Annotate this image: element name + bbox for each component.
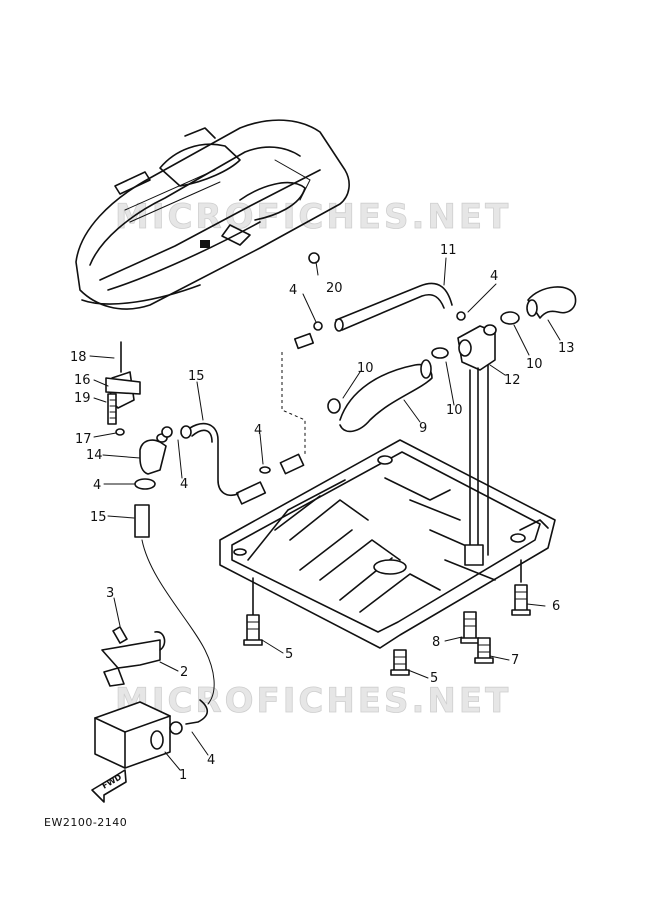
callout-6: 6 — [552, 599, 560, 614]
callout-17: 17 — [75, 432, 92, 447]
callout-15: 15 — [90, 510, 107, 525]
callouts: 11 4 20 4 13 10 12 10 10 9 15 4 4 18 16 … — [70, 243, 575, 783]
hull-tray — [219, 439, 556, 649]
callout-12: 12 — [504, 373, 521, 388]
hose-9 — [339, 359, 433, 433]
elbow-13 — [526, 286, 577, 319]
callout-4: 4 — [180, 477, 188, 492]
box-1 — [94, 701, 183, 769]
valve-assembly — [105, 341, 141, 436]
callout-7: 7 — [511, 653, 519, 668]
watercraft-illustration — [75, 119, 350, 310]
callout-4: 4 — [207, 753, 215, 768]
hose-15-upper — [180, 422, 239, 496]
callout-19: 19 — [74, 391, 91, 406]
callout-14: 14 — [86, 448, 103, 463]
callout-5: 5 — [285, 647, 293, 662]
fitting-12 — [457, 324, 497, 566]
callout-16: 16 — [74, 373, 91, 388]
callout-10: 10 — [357, 361, 374, 376]
elbow-14 — [134, 426, 173, 490]
leader-lines — [89, 257, 561, 771]
callout-4: 4 — [289, 283, 297, 298]
callout-20: 20 — [326, 281, 343, 296]
bracket-2 — [101, 626, 166, 687]
callout-5: 5 — [430, 671, 438, 686]
small-fittings — [235, 252, 466, 505]
watermark-top: MICROFICHES.NET — [115, 197, 511, 237]
callout-4: 4 — [93, 478, 101, 493]
fwd-arrow: FWD — [91, 769, 127, 803]
watermark-bottom: MICROFICHES.NET — [115, 681, 511, 721]
hose-15-lower — [134, 504, 215, 725]
callout-18: 18 — [70, 350, 87, 365]
callout-11: 11 — [440, 243, 457, 258]
callout-10: 10 — [446, 403, 463, 418]
callout-9: 9 — [419, 421, 427, 436]
callout-10: 10 — [526, 357, 543, 372]
bolts — [243, 559, 531, 676]
callout-2: 2 — [180, 665, 188, 680]
callout-4: 4 — [254, 423, 262, 438]
callout-4: 4 — [490, 269, 498, 284]
clamps-10 — [327, 311, 520, 414]
callout-3: 3 — [106, 586, 114, 601]
callout-1: 1 — [179, 768, 187, 783]
diagram-code: EW2100-2140 — [44, 816, 127, 829]
callout-13: 13 — [558, 341, 575, 356]
callout-8: 8 — [432, 635, 440, 650]
hose-11 — [334, 282, 453, 332]
callout-15: 15 — [188, 369, 205, 384]
